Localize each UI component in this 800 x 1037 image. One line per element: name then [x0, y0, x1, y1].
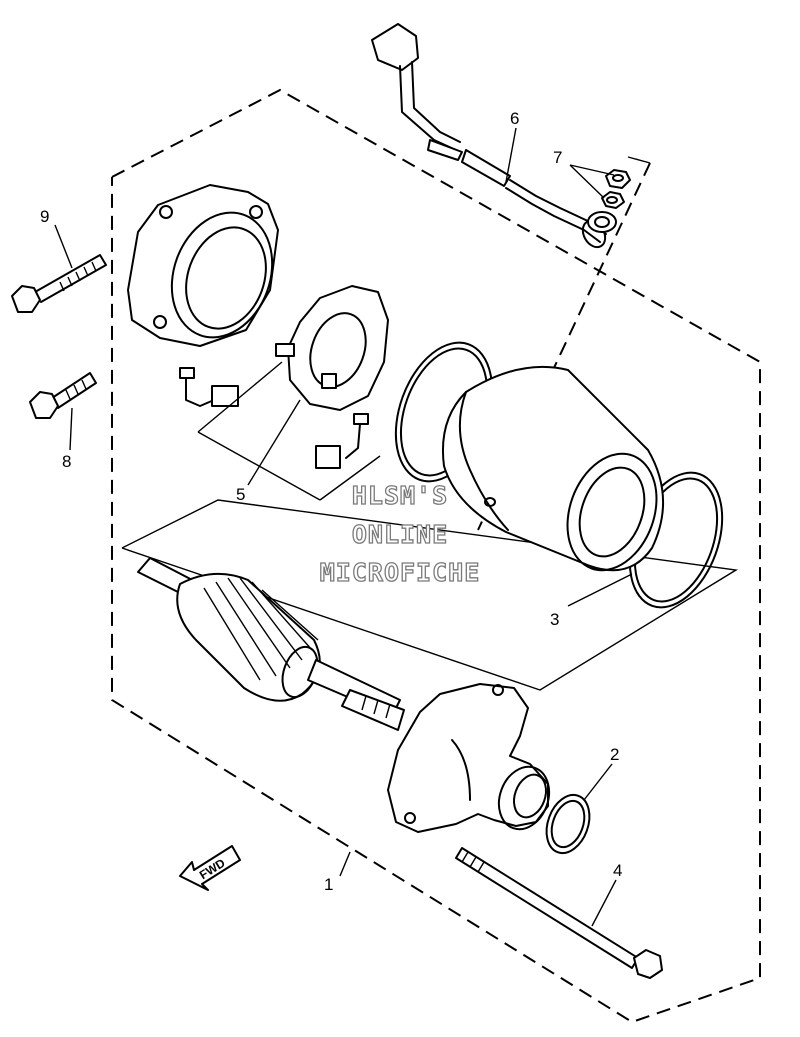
watermark-line-3: MICROFICHE	[320, 558, 481, 587]
part-7-nut-bottom	[601, 191, 625, 209]
watermark: HLSM'S ONLINE MICROFICHE	[319, 480, 481, 587]
leader-2	[583, 763, 613, 801]
assembly-bracket-3	[121, 499, 739, 691]
leader-5	[247, 399, 301, 486]
part-5-brush-plate	[275, 285, 389, 411]
assembly-boundary-1	[111, 88, 761, 1024]
fwd-arrow-icon: FWD	[179, 845, 241, 891]
rear-cover	[127, 184, 279, 347]
yoke-housing	[441, 365, 665, 572]
part-7-washer	[587, 211, 617, 233]
leader-7b	[569, 164, 605, 199]
callout-6: 6	[510, 109, 519, 128]
callout-9: 9	[40, 207, 49, 226]
callout-leaders	[54, 127, 633, 927]
armature	[137, 557, 405, 731]
callout-1: 1	[324, 875, 333, 894]
leader-4	[591, 879, 617, 927]
leader-7a	[569, 164, 615, 176]
callout-3: 3	[550, 610, 559, 629]
callout-2: 2	[610, 745, 619, 764]
brush-holder-left	[179, 367, 239, 407]
leader-1	[339, 851, 351, 877]
part-2-o-ring	[545, 793, 591, 855]
part-8-flange-bolt	[29, 372, 97, 419]
brush-holder-right	[315, 413, 369, 469]
part-4-through-bolt	[455, 847, 663, 979]
callout-numbers: 9 8 5 6 7 3 2 4 1	[40, 109, 622, 894]
callout-4: 4	[613, 861, 622, 880]
leader-9	[54, 224, 73, 269]
front-cover	[387, 683, 551, 833]
part-7-nut-top	[605, 169, 631, 189]
leader-6	[505, 127, 517, 183]
part-6-lead-wire	[371, 23, 607, 249]
watermark-line-1: HLSM'S	[352, 481, 448, 510]
leader-8	[69, 407, 73, 451]
part-9-flange-bolt	[11, 254, 107, 313]
watermark-line-2: ONLINE	[352, 520, 448, 549]
leader-3	[567, 573, 633, 607]
callout-8: 8	[62, 452, 71, 471]
callout-5: 5	[236, 485, 245, 504]
callout-7: 7	[553, 148, 562, 167]
